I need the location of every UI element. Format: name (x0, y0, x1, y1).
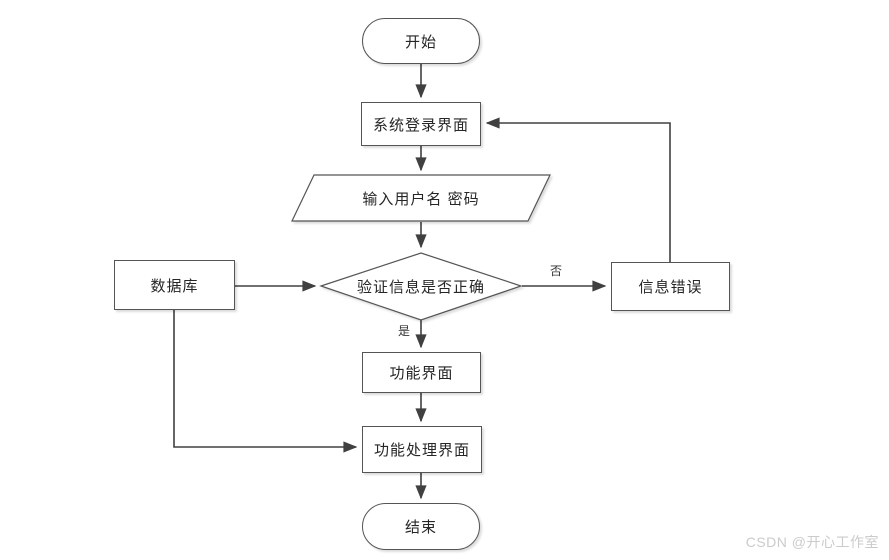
branch-label-no: 否 (549, 263, 562, 278)
watermark-text: CSDN @开心工作室 (745, 534, 879, 550)
start-label: 开始 (404, 33, 437, 51)
start-terminator-node[interactable]: 开始 (362, 18, 480, 64)
edge-error-to-login (485, 117, 671, 262)
branch-label-yes: 是 (397, 323, 410, 338)
function-label: 功能界面 (389, 365, 454, 382)
edge-database-to-handle (173, 310, 358, 453)
function-process-node[interactable]: 功能界面 (362, 352, 481, 393)
end-label: 结束 (404, 519, 437, 536)
verify-decision-shape[interactable] (319, 252, 523, 321)
database-process-node[interactable]: 数据库 (114, 260, 235, 310)
input-parallelogram-shape[interactable] (291, 174, 551, 222)
handle-process-node[interactable]: 功能处理界面 (362, 426, 482, 473)
error-label: 信息错误 (638, 279, 703, 296)
database-label: 数据库 (150, 277, 199, 295)
login-label: 系统登录界面 (372, 116, 469, 134)
error-process-node[interactable]: 信息错误 (611, 262, 730, 311)
handle-label: 功能处理界面 (373, 442, 470, 459)
login-process-node[interactable]: 系统登录界面 (361, 102, 481, 146)
end-terminator-node[interactable]: 结束 (362, 503, 480, 550)
